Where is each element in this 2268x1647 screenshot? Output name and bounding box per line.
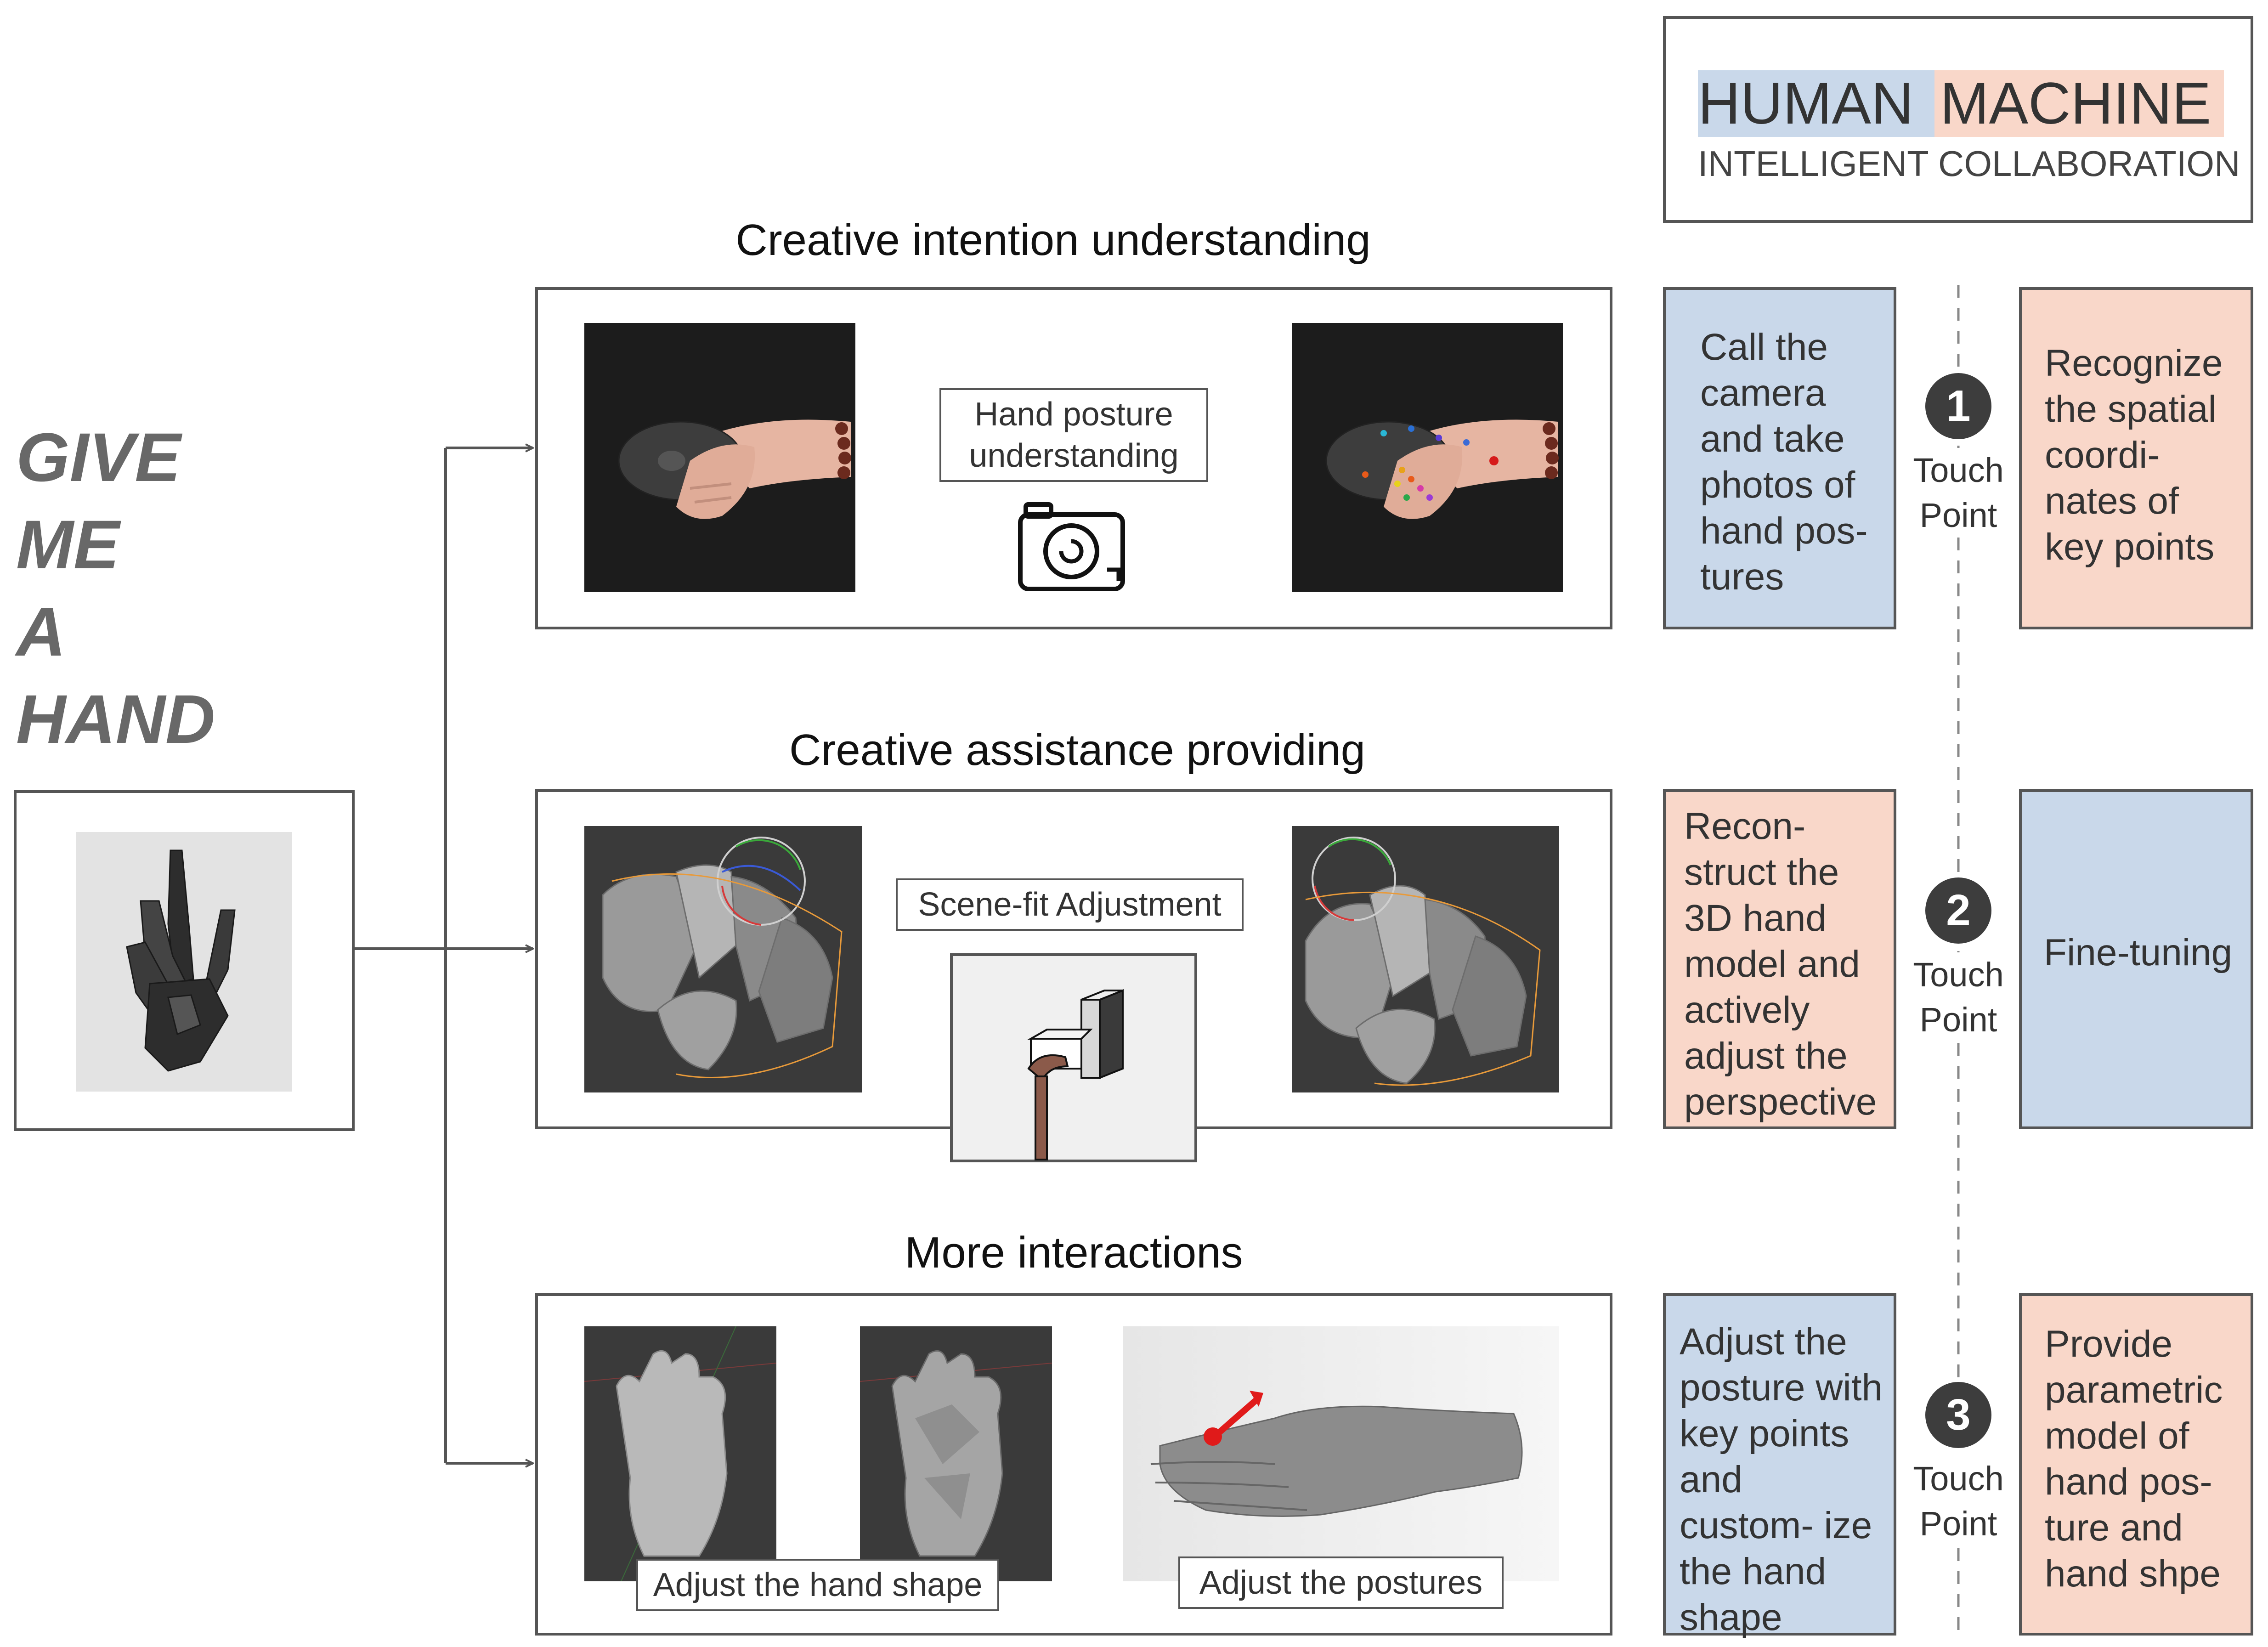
touch-point-number-3: 3 — [1925, 1382, 1991, 1448]
title-machine: MACHINE — [1934, 70, 2224, 137]
touch-point-label: Touch Point — [1903, 448, 2013, 538]
title-block: HUMAN MACHINE INTELLIGENT COLLABORATION — [1663, 16, 2253, 223]
card-text: Adjust the posture with key points and c… — [1680, 1321, 1883, 1639]
touch-point-label: Touch Point — [1903, 952, 2013, 1042]
camera-rig-icon — [950, 953, 1197, 1162]
card-text: Call the camera and take photos of hand … — [1700, 326, 1868, 598]
card-text: Recon- struct the 3D hand model and acti… — [1684, 805, 1877, 1123]
machine-card-1: Recognize the spatial coordi- nates of k… — [2019, 287, 2253, 629]
camera-icon[interactable] — [1018, 501, 1126, 593]
touch-point-number-2: 2 — [1925, 877, 1991, 944]
scene-fit-adjustment-label: Scene-fit Adjustment — [896, 878, 1244, 931]
hand-photo-keypoints — [1292, 323, 1563, 592]
human-card-2: Recon- struct the 3D hand model and acti… — [1663, 789, 1896, 1129]
hand-photo-before — [584, 323, 855, 592]
card-text: Fine-tuning — [2044, 932, 2233, 973]
machine-card-3: Provide parametric model of hand pos- tu… — [2019, 1293, 2253, 1636]
human-card-1: Call the camera and take photos of hand … — [1663, 287, 1896, 629]
card-text: Provide parametric model of hand pos- tu… — [2045, 1323, 2223, 1595]
title-subtitle: INTELLIGENT COLLABORATION — [1698, 143, 2240, 184]
section-title: More interactions — [905, 1228, 1243, 1277]
heading-line: A — [16, 593, 66, 670]
human-card-3: Adjust the posture with key points and c… — [1663, 1293, 1896, 1639]
hand-gesture-frame — [14, 790, 355, 1131]
hand-shape-smooth — [584, 1326, 776, 1581]
label-text: Adjust the postures — [1199, 1564, 1483, 1601]
title-human: HUMAN — [1698, 70, 1934, 137]
hand-gesture-image — [76, 832, 292, 1092]
touch-point-label: Touch Point — [1903, 1456, 2013, 1546]
give-me-a-hand-heading: GIVE ME A HAND — [16, 413, 215, 763]
hand-model-before — [584, 826, 862, 1092]
adjust-hand-shape-label: Adjust the hand shape — [636, 1559, 999, 1611]
hand-posture-understanding-label: Hand posture understanding — [939, 388, 1208, 482]
hand-posture-model — [1123, 1326, 1559, 1581]
adjust-postures-label: Adjust the postures — [1178, 1556, 1504, 1609]
heading-line: HAND — [16, 680, 215, 758]
label-text: Hand posture understanding — [969, 396, 1179, 474]
label-text: Adjust the hand shape — [653, 1567, 983, 1603]
label-text: Scene-fit Adjustment — [918, 886, 1222, 923]
touch-point-number-1: 1 — [1925, 373, 1991, 439]
machine-card-2: Fine-tuning — [2019, 789, 2253, 1129]
card-text: Recognize the spatial coordi- nates of k… — [2045, 342, 2223, 568]
hand-shape-lowpoly — [860, 1326, 1052, 1581]
heading-line: GIVE — [16, 419, 181, 496]
section-title: Creative intention understanding — [735, 215, 1371, 265]
heading-line: ME — [16, 506, 119, 583]
hand-model-after — [1292, 826, 1559, 1092]
section-title: Creative assistance providing — [789, 725, 1365, 775]
